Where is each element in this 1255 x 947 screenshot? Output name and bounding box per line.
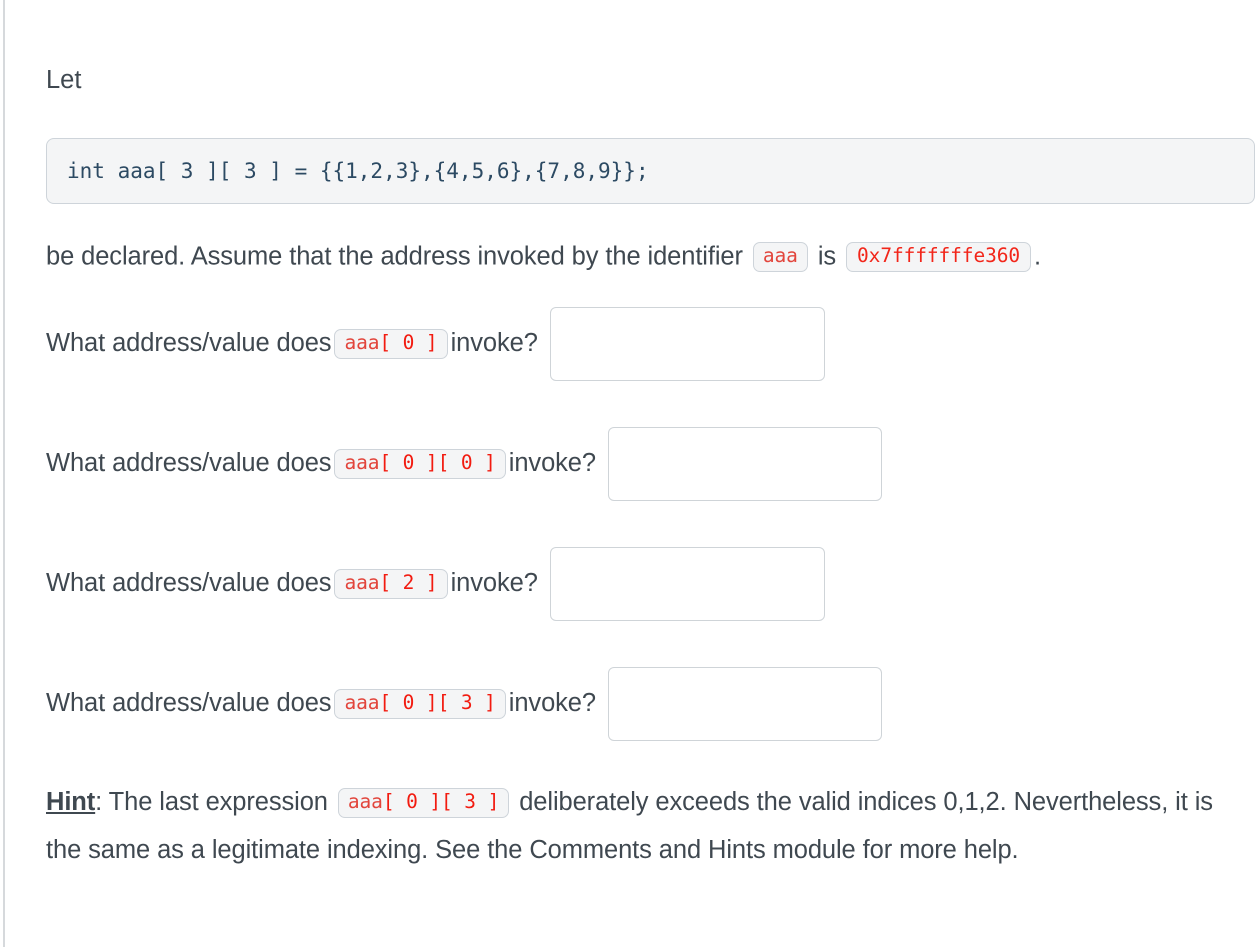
answer-input-3[interactable] [549, 547, 825, 621]
answer-input-2[interactable] [607, 427, 882, 501]
question-3-expression-identifier: aaa [344, 570, 380, 594]
question-1-suffix: invoke? [450, 329, 538, 358]
question-row-2: What address/value does aaa[ 0 ][ 0 ] in… [46, 427, 882, 501]
declaration-text-part3: . [1034, 242, 1042, 271]
question-1-expression-identifier: aaa [344, 330, 380, 354]
question-1-expression-index: [ 0 ] [379, 330, 438, 354]
question-4-suffix: invoke? [508, 689, 596, 718]
code-block-text: int aaa[ 3 ][ 3 ] = {{1,2,3},{4,5,6},{7,… [67, 159, 649, 183]
question-3-expression-index: [ 2 ] [379, 570, 438, 594]
question-1-expression: aaa[ 0 ] [334, 328, 448, 360]
question-4-expression-identifier: aaa [344, 690, 380, 714]
answer-input-4[interactable] [607, 667, 882, 741]
question-2-expression-index: [ 0 ][ 0 ] [379, 450, 496, 474]
question-4-expression: aaa[ 0 ][ 3 ] [334, 688, 506, 720]
inline-code-address: 0x7fffffffe360 [846, 242, 1032, 273]
hint-expression-identifier: aaa [347, 790, 383, 814]
page-left-border [3, 0, 5, 947]
hint-paragraph: Hint: The last expression aaa[ 0 ][ 3 ] … [46, 779, 1221, 875]
answer-input-1[interactable] [549, 307, 825, 381]
hint-label: Hint [46, 788, 96, 816]
question-row-3: What address/value does aaa[ 2 ] invoke? [46, 547, 825, 621]
inline-code-address-text: 0x7fffffffe360 [857, 244, 1021, 268]
inline-code-identifier-text: aaa [762, 244, 798, 268]
page-title: Let [46, 66, 82, 94]
declaration-text-part1: be declared. Assume that the address inv… [46, 242, 743, 271]
question-3-suffix: invoke? [450, 569, 538, 598]
exercise-content: Let int aaa[ 3 ][ 3 ] = {{1,2,3},{4,5,6}… [46, 0, 1255, 947]
hint-text-part2: deliberately exceeds the valid indices 0… [46, 788, 1213, 864]
question-2-expression-identifier: aaa [344, 450, 380, 474]
question-2-suffix: invoke? [508, 449, 596, 478]
question-1-prefix: What address/value does [46, 329, 332, 358]
question-2-prefix: What address/value does [46, 449, 332, 478]
question-4-expression-index: [ 0 ][ 3 ] [379, 690, 496, 714]
hint-expression-index: [ 0 ][ 3 ] [382, 790, 500, 814]
hint-expression: aaa[ 0 ][ 3 ] [337, 788, 510, 819]
declaration-sentence: be declared. Assume that the address inv… [46, 233, 1255, 281]
question-3-prefix: What address/value does [46, 569, 332, 598]
question-2-expression: aaa[ 0 ][ 0 ] [334, 448, 506, 480]
code-block: int aaa[ 3 ][ 3 ] = {{1,2,3},{4,5,6},{7,… [46, 138, 1255, 204]
hint-text-part1: : The last expression [95, 788, 328, 816]
question-row-1: What address/value does aaa[ 0 ] invoke? [46, 307, 825, 381]
inline-code-identifier: aaa [752, 242, 808, 273]
question-row-4: What address/value does aaa[ 0 ][ 3 ] in… [46, 667, 882, 741]
declaration-text-part2: is [817, 242, 837, 271]
question-4-prefix: What address/value does [46, 689, 332, 718]
question-3-expression: aaa[ 2 ] [334, 568, 448, 600]
